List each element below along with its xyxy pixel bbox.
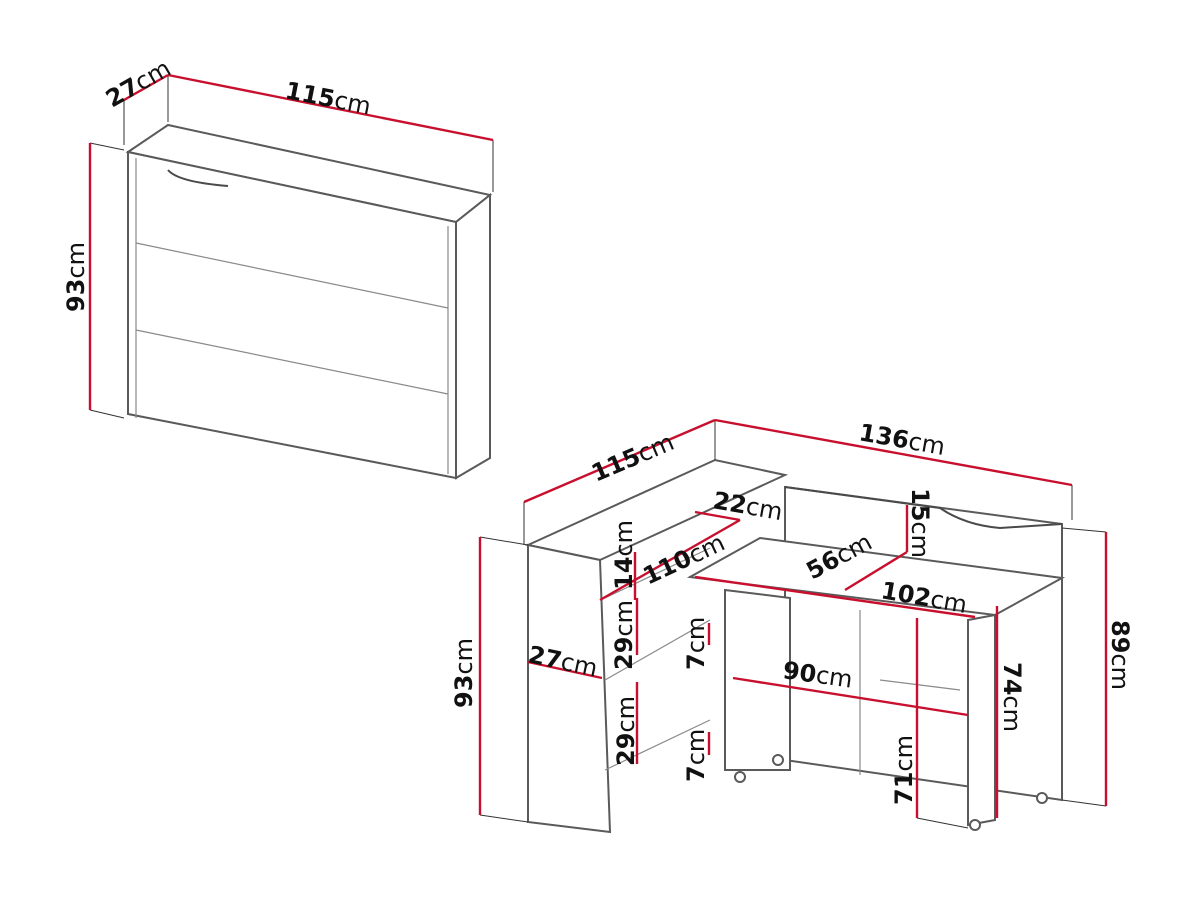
svg-text:29cm: 29cm (612, 696, 640, 766)
svg-text:7cm: 7cm (682, 617, 710, 670)
svg-text:74cm: 74cm (998, 662, 1026, 732)
svg-text:7cm: 7cm (682, 729, 710, 782)
closed-dimension-lines (88, 73, 494, 419)
svg-text:90cm: 90cm (781, 656, 854, 693)
svg-text:89cm: 89cm (1106, 620, 1134, 690)
svg-text:22cm: 22cm (711, 486, 785, 526)
closed-cabinet-drawing (125, 123, 493, 480)
svg-text:27cm: 27cm (101, 54, 176, 113)
svg-text:115cm: 115cm (283, 76, 373, 120)
svg-text:115cm: 115cm (587, 428, 678, 488)
open-dimension-lines (478, 418, 1108, 829)
svg-text:29cm: 29cm (610, 600, 638, 670)
svg-text:93cm: 93cm (62, 242, 90, 312)
open-desk-drawing (524, 458, 1066, 834)
svg-text:15cm: 15cm (906, 488, 934, 558)
open-labels: 115cm 136cm 22cm 110cm 15cm 14cm 56cm 10… (450, 418, 1134, 805)
svg-text:71cm: 71cm (890, 735, 918, 805)
svg-text:14cm: 14cm (610, 520, 638, 590)
svg-text:93cm: 93cm (450, 638, 478, 708)
